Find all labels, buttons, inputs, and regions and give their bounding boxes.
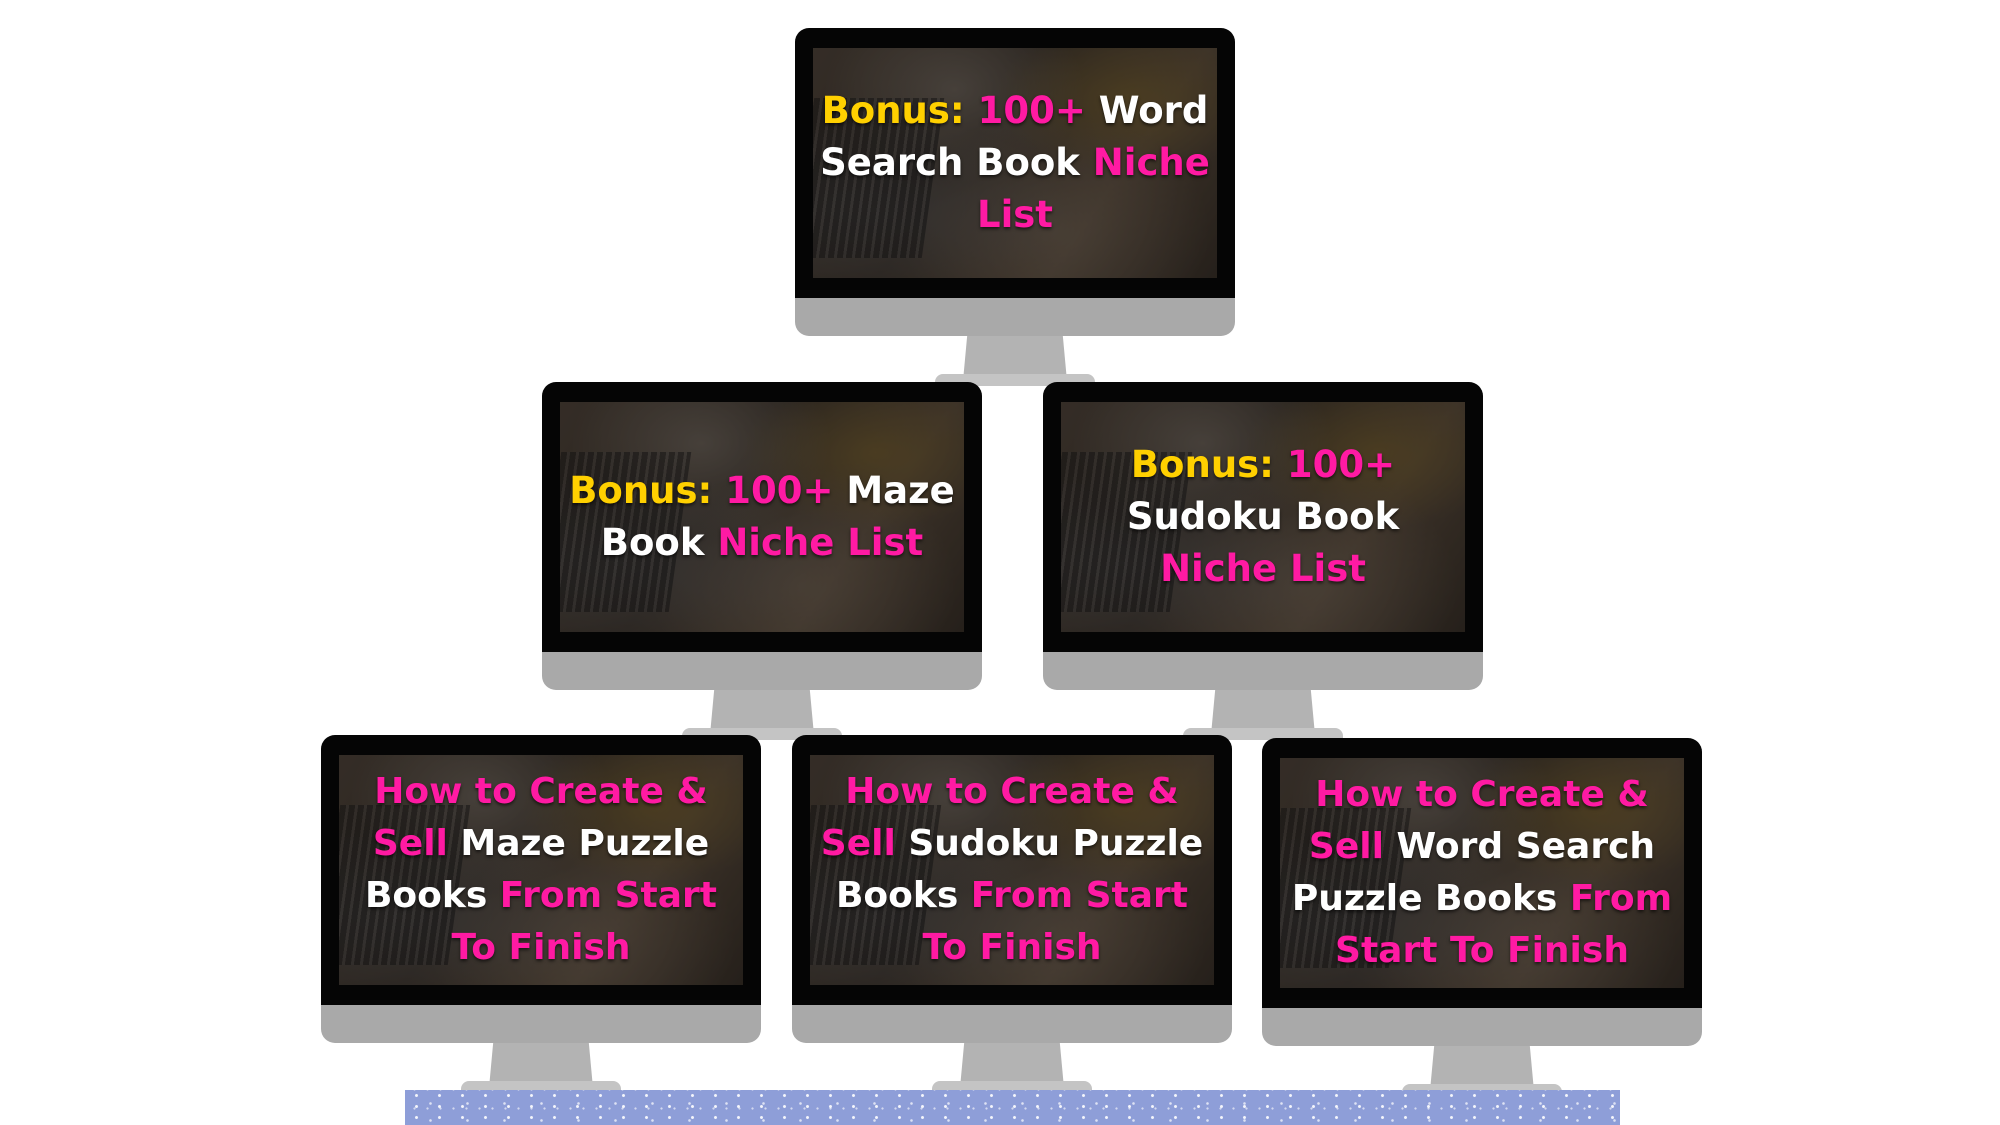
caption-segment-pink: How to Create & Sell xyxy=(1308,774,1649,867)
monitor-chin xyxy=(1262,1008,1702,1046)
monitor-stand xyxy=(1211,690,1315,735)
monitor-caption: How to Create & Sell Maze Puzzle Books F… xyxy=(339,755,743,985)
monitor-chin xyxy=(542,652,982,690)
caption-segment-pink: From Start To Finish xyxy=(922,875,1189,968)
monitor-sudoku-course: How to Create & Sell Sudoku Puzzle Books… xyxy=(792,735,1232,1115)
monitor-screen: Bonus: 100+ Word Search Book Niche List xyxy=(813,48,1217,278)
caption-text: How to Create & Sell Maze Puzzle Books F… xyxy=(345,766,737,974)
caption-text: Bonus: 100+ Sudoku Book Niche List xyxy=(1067,439,1459,595)
caption-segment-pink: Niche List xyxy=(717,521,924,564)
monitor-chin xyxy=(795,298,1235,336)
monitor-screen: Bonus: 100+ Maze Book Niche List xyxy=(560,402,964,632)
monitor-bezel: How to Create & Sell Maze Puzzle Books F… xyxy=(321,735,761,1005)
caption-segment-white: Sudoku Book xyxy=(1126,495,1400,538)
monitor-caption: How to Create & Sell Sudoku Puzzle Books… xyxy=(810,755,1214,985)
caption-text: Bonus: 100+ Word Search Book Niche List xyxy=(819,85,1211,241)
monitor-bezel: How to Create & Sell Sudoku Puzzle Books… xyxy=(792,735,1232,1005)
caption-segment-pink: From Start To Finish xyxy=(1335,878,1673,971)
monitor-screen: How to Create & Sell Word Search Puzzle … xyxy=(1280,758,1684,988)
monitor-screen: Bonus: 100+ Sudoku Book Niche List xyxy=(1061,402,1465,632)
caption-segment-pink: Niche List xyxy=(1160,547,1366,590)
monitor-stand xyxy=(960,1043,1064,1088)
caption-segment-white: Sudoku Puzzle Books xyxy=(835,823,1204,916)
monitor-stand xyxy=(710,690,814,735)
caption-text: How to Create & Sell Sudoku Puzzle Books… xyxy=(816,766,1208,974)
caption-segment-pink: Niche List xyxy=(977,141,1210,236)
caption-segment-pink: 100+ xyxy=(977,89,1099,132)
monitor-maze-niche: Bonus: 100+ Maze Book Niche List xyxy=(542,382,982,762)
caption-segment-pink: From Start To Finish xyxy=(451,875,718,968)
caption-segment-pink: How to Create & Sell xyxy=(372,771,708,864)
monitor-chin xyxy=(321,1005,761,1043)
monitor-stand xyxy=(963,336,1067,381)
caption-segment-pink: How to Create & Sell xyxy=(820,771,1179,864)
caption-segment-white: Word Search Puzzle Books xyxy=(1291,826,1656,919)
monitor-word-search-niche: Bonus: 100+ Word Search Book Niche List xyxy=(795,28,1235,408)
monitor-bezel: Bonus: 100+ Sudoku Book Niche List xyxy=(1043,382,1483,652)
caption-segment-yellow: Bonus: xyxy=(1130,443,1287,486)
caption-segment-white: Maze Puzzle Books xyxy=(364,823,710,916)
monitor-screen: How to Create & Sell Sudoku Puzzle Books… xyxy=(810,755,1214,985)
confetti-ground-strip xyxy=(405,1090,1620,1125)
caption-segment-yellow: Bonus: xyxy=(821,89,978,132)
monitor-bezel: Bonus: 100+ Word Search Book Niche List xyxy=(795,28,1235,298)
monitor-sudoku-niche: Bonus: 100+ Sudoku Book Niche List xyxy=(1043,382,1483,762)
monitor-maze-course: How to Create & Sell Maze Puzzle Books F… xyxy=(321,735,761,1115)
monitor-chin xyxy=(1043,652,1483,690)
monitor-caption: Bonus: 100+ Sudoku Book Niche List xyxy=(1061,402,1465,632)
monitor-caption: Bonus: 100+ Word Search Book Niche List xyxy=(813,48,1217,278)
caption-segment-white: Maze Book xyxy=(600,469,955,564)
monitor-bezel: How to Create & Sell Word Search Puzzle … xyxy=(1262,738,1702,1008)
monitor-caption: How to Create & Sell Word Search Puzzle … xyxy=(1280,758,1684,988)
monitor-stand xyxy=(489,1043,593,1088)
monitor-chin xyxy=(792,1005,1232,1043)
caption-segment-pink: 100+ xyxy=(725,469,847,512)
monitor-word-search-course: How to Create & Sell Word Search Puzzle … xyxy=(1262,738,1702,1118)
monitor-bezel: Bonus: 100+ Maze Book Niche List xyxy=(542,382,982,652)
caption-text: How to Create & Sell Word Search Puzzle … xyxy=(1286,769,1678,977)
caption-segment-pink: 100+ xyxy=(1286,443,1396,486)
monitor-caption: Bonus: 100+ Maze Book Niche List xyxy=(560,402,964,632)
caption-segment-yellow: Bonus: xyxy=(569,469,726,512)
monitor-screen: How to Create & Sell Maze Puzzle Books F… xyxy=(339,755,743,985)
caption-text: Bonus: 100+ Maze Book Niche List xyxy=(566,465,958,569)
caption-segment-white: Word Search Book xyxy=(820,89,1209,184)
monitor-stand xyxy=(1430,1046,1534,1091)
